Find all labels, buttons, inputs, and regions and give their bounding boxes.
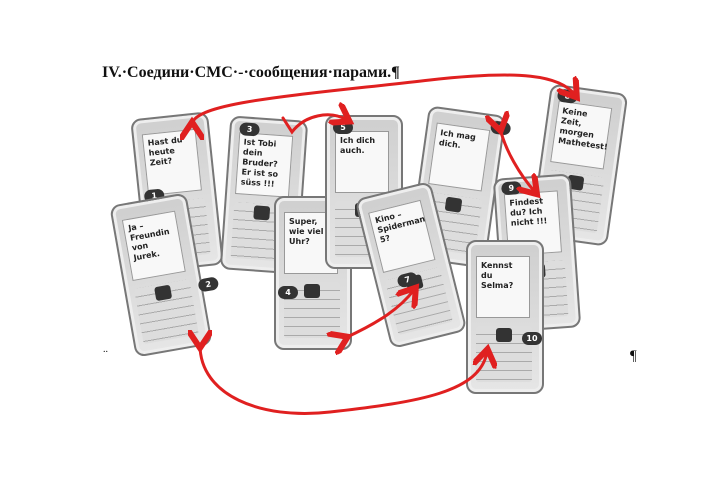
paragraph-mark: ¶ [630,348,637,364]
phone-number-badge: 4 [278,286,298,299]
arrow-1-8 [192,73,575,125]
arrow-3-5 [281,115,347,135]
phone-screen-text: Kennst du Selma? [476,256,530,318]
arrow-6-9 [500,128,535,192]
paragraph-mark-small: .. [103,344,108,355]
phone-number-badge: 10 [522,332,542,345]
arrow-2-10 [200,345,487,415]
arrow-4-7 [345,290,414,338]
